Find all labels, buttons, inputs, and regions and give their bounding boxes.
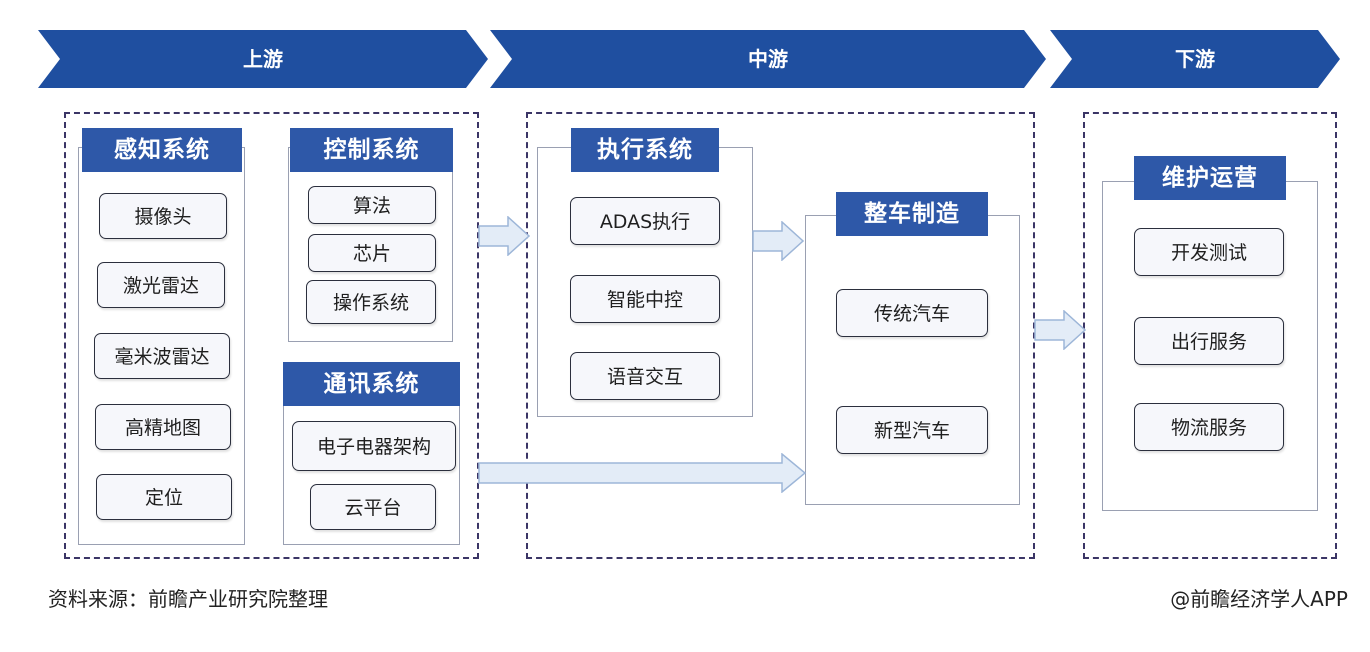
execution-item: 语音交互	[570, 352, 720, 400]
operations-item: 物流服务	[1134, 403, 1284, 451]
communication-item: 云平台	[310, 484, 436, 530]
source-note: 资料来源：前瞻产业研究院整理	[48, 587, 328, 611]
communication-title: 通讯系统	[283, 362, 460, 406]
operations-title: 维护运营	[1134, 156, 1286, 200]
vehicle-panel	[805, 215, 1020, 505]
brand-credit: @前瞻经济学人APP	[1170, 587, 1348, 611]
perception-item: 毫米波雷达	[94, 333, 230, 379]
stage-banner-upstream: 上游	[38, 30, 488, 88]
flow-arrow-long	[478, 453, 806, 493]
operations-item: 开发测试	[1134, 228, 1284, 276]
vehicle-title: 整车制造	[836, 192, 988, 236]
midstream-section	[526, 112, 1035, 559]
stage-label-upstream: 上游	[243, 47, 283, 71]
upstream-section	[64, 112, 479, 559]
vehicle-item: 新型汽车	[836, 406, 988, 454]
control-item: 操作系统	[306, 280, 436, 324]
execution-item: 智能中控	[570, 275, 720, 323]
perception-item: 激光雷达	[97, 262, 225, 308]
stage-label-downstream: 下游	[1175, 47, 1215, 71]
perception-title: 感知系统	[82, 128, 242, 172]
control-title: 控制系统	[290, 128, 453, 172]
perception-item: 摄像头	[99, 193, 227, 239]
flow-arrow	[1034, 310, 1086, 350]
vehicle-item: 传统汽车	[836, 289, 988, 337]
downstream-section	[1083, 112, 1337, 559]
stage-banner-downstream: 下游	[1050, 30, 1340, 88]
execution-title: 执行系统	[571, 128, 719, 172]
stage-label-midstream: 中游	[748, 47, 788, 71]
control-item: 芯片	[308, 234, 436, 272]
perception-item: 高精地图	[95, 404, 231, 450]
communication-item: 电子电器架构	[292, 421, 456, 471]
control-item: 算法	[308, 186, 436, 224]
execution-item: ADAS执行	[570, 197, 720, 245]
operations-item: 出行服务	[1134, 317, 1284, 365]
stage-banner-midstream: 中游	[490, 30, 1046, 88]
perception-item: 定位	[96, 474, 232, 520]
flow-arrow	[478, 216, 530, 256]
flow-arrow	[752, 221, 804, 261]
